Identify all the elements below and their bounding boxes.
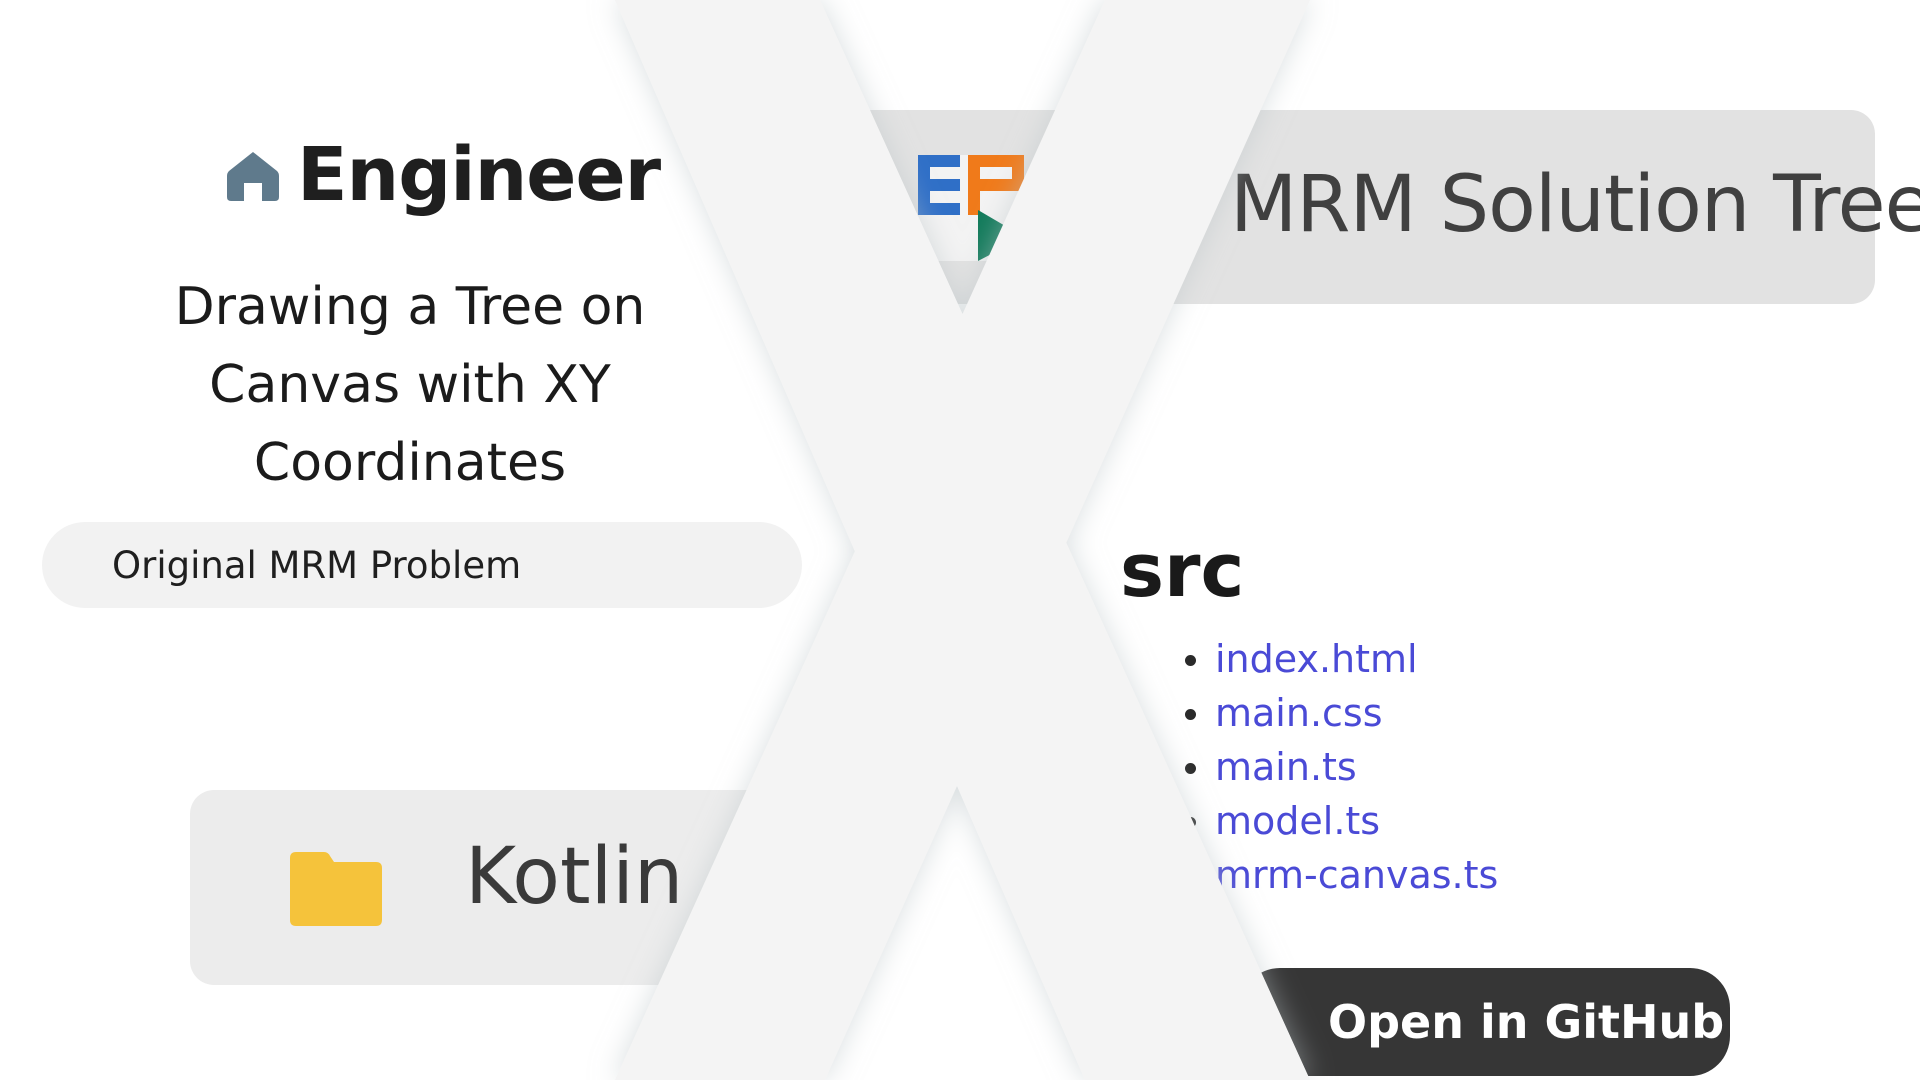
file-link-model-ts[interactable]: model.ts <box>1184 794 1498 848</box>
file-link-mrm-canvas-ts[interactable]: mrm-canvas.ts <box>1184 848 1498 902</box>
home-title: Engineer <box>297 132 661 218</box>
open-in-github-label: Open in GitHub <box>1328 995 1725 1049</box>
page-subtitle: Drawing a Tree on Canvas with XY Coordin… <box>174 277 646 493</box>
original-problem-label: Original MRM Problem <box>112 543 522 587</box>
solution-tree-card[interactable]: MRM Solution Tree <box>848 110 1920 304</box>
kotlin-folder-label: Kotlin <box>465 832 684 922</box>
src-heading: src <box>1120 528 1245 614</box>
home-heading[interactable]: Engineer <box>225 130 661 220</box>
kotlin-folder-card[interactable]: Kotlin <box>190 790 790 985</box>
ep-logo-icon <box>918 155 1024 261</box>
folder-icon <box>290 852 382 926</box>
file-link-index-html[interactable]: index.html <box>1184 632 1498 686</box>
home-icon <box>227 152 279 201</box>
original-problem-link[interactable]: Original MRM Problem <box>42 522 802 608</box>
file-link-main-css[interactable]: main.css <box>1184 686 1498 740</box>
file-link-main-ts[interactable]: main.ts <box>1184 740 1498 794</box>
solution-tree-title: MRM Solution Tree <box>1230 160 1920 250</box>
file-list: index.html main.css main.ts model.ts mrm… <box>1184 632 1498 902</box>
open-in-github-button[interactable]: Open in GitHub <box>1240 968 1730 1076</box>
